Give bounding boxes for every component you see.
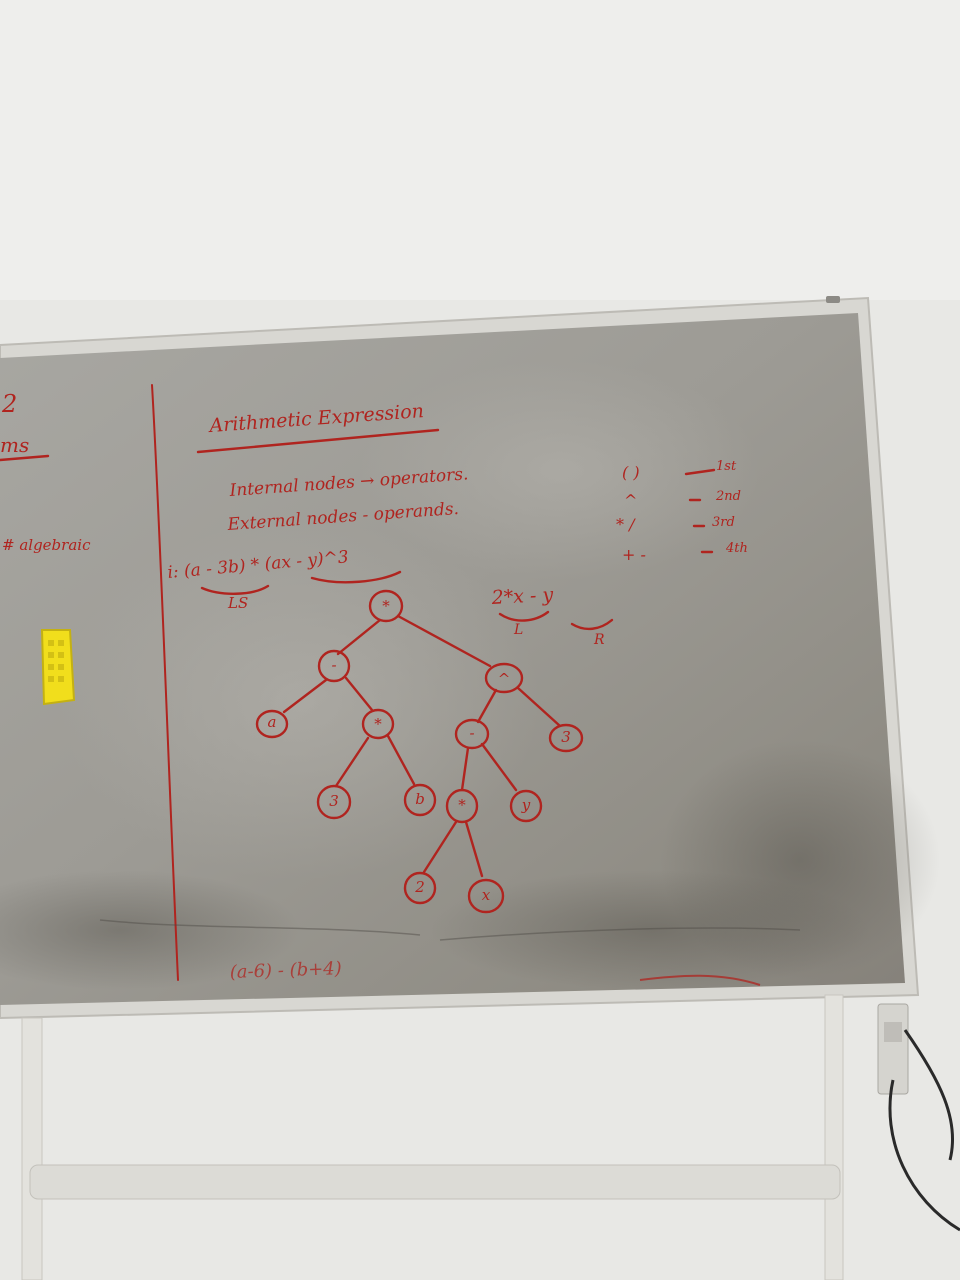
- tree-node-minus2: -: [454, 718, 490, 750]
- svg-text:y: y: [521, 796, 531, 814]
- tree-leaf-x: x: [467, 878, 505, 914]
- svg-text:a: a: [268, 713, 277, 731]
- svg-text:3: 3: [329, 792, 339, 810]
- precedence-table: ( ) 1st ^ 2nd * / 3rd + - 4th: [616, 459, 748, 564]
- precedence-ops-3: * /: [616, 515, 636, 534]
- tree-node-mul1: *: [361, 708, 395, 740]
- svg-text:2: 2: [414, 878, 425, 896]
- svg-text:-: -: [331, 656, 336, 674]
- tree-node-root: *: [368, 589, 404, 623]
- bottom-scribble: (a-6) - (b+4): [99, 919, 801, 986]
- tree-leaf-3-right: 3: [548, 723, 584, 753]
- precedence-rank-4: 4th: [725, 541, 748, 556]
- eraser-icon: [40, 629, 76, 706]
- expression-tree: * - ^ a * - 3 3: [255, 589, 584, 914]
- tree-node-pow: ^: [484, 662, 524, 694]
- whiteboard-stand: [21, 994, 844, 1280]
- svg-text:-: -: [469, 724, 474, 742]
- precedence-ops-4: + -: [622, 545, 646, 564]
- svg-text:x: x: [482, 886, 491, 904]
- side-label-left: L: [513, 622, 523, 638]
- fragment-number: 2: [1, 390, 17, 418]
- tree-node-mul2: *: [445, 788, 479, 824]
- precedence-rank-3: 3rd: [712, 515, 735, 530]
- bottom-scribble-text: (a-6) - (b+4): [229, 958, 342, 983]
- whiteboard: [0, 296, 940, 1020]
- svg-text:3: 3: [561, 728, 571, 746]
- svg-text:*: *: [382, 597, 390, 615]
- side-expression: 2*x - y L R: [490, 584, 614, 648]
- svg-text:^: ^: [498, 670, 511, 688]
- tree-node-minus: -: [317, 649, 351, 683]
- side-expression-text: 2*x - y: [490, 584, 554, 609]
- svg-text:b: b: [415, 790, 425, 808]
- svg-text:*: *: [458, 796, 466, 814]
- tree-leaf-b: b: [403, 783, 437, 817]
- tree-leaf-3-left: 3: [316, 784, 352, 820]
- tree-leaf-y: y: [509, 789, 543, 823]
- precedence-ops-2: ^: [624, 491, 637, 510]
- precedence-rank-1: 1st: [716, 459, 737, 474]
- power-socket-icon: [877, 1003, 960, 1232]
- tree-leaf-2: 2: [403, 871, 437, 905]
- fragment-algebraic: # algebraic: [2, 536, 91, 554]
- fragment-ms: ms: [0, 433, 29, 457]
- side-label-right: R: [593, 632, 605, 648]
- precedence-ops-1: ( ): [622, 463, 640, 482]
- tree-leaf-a: a: [255, 709, 289, 739]
- left-fragments: 2 ms # algebraic: [0, 390, 91, 554]
- expression-label: LS: [227, 594, 248, 612]
- svg-text:*: *: [374, 715, 382, 733]
- precedence-rank-2: 2nd: [715, 489, 741, 504]
